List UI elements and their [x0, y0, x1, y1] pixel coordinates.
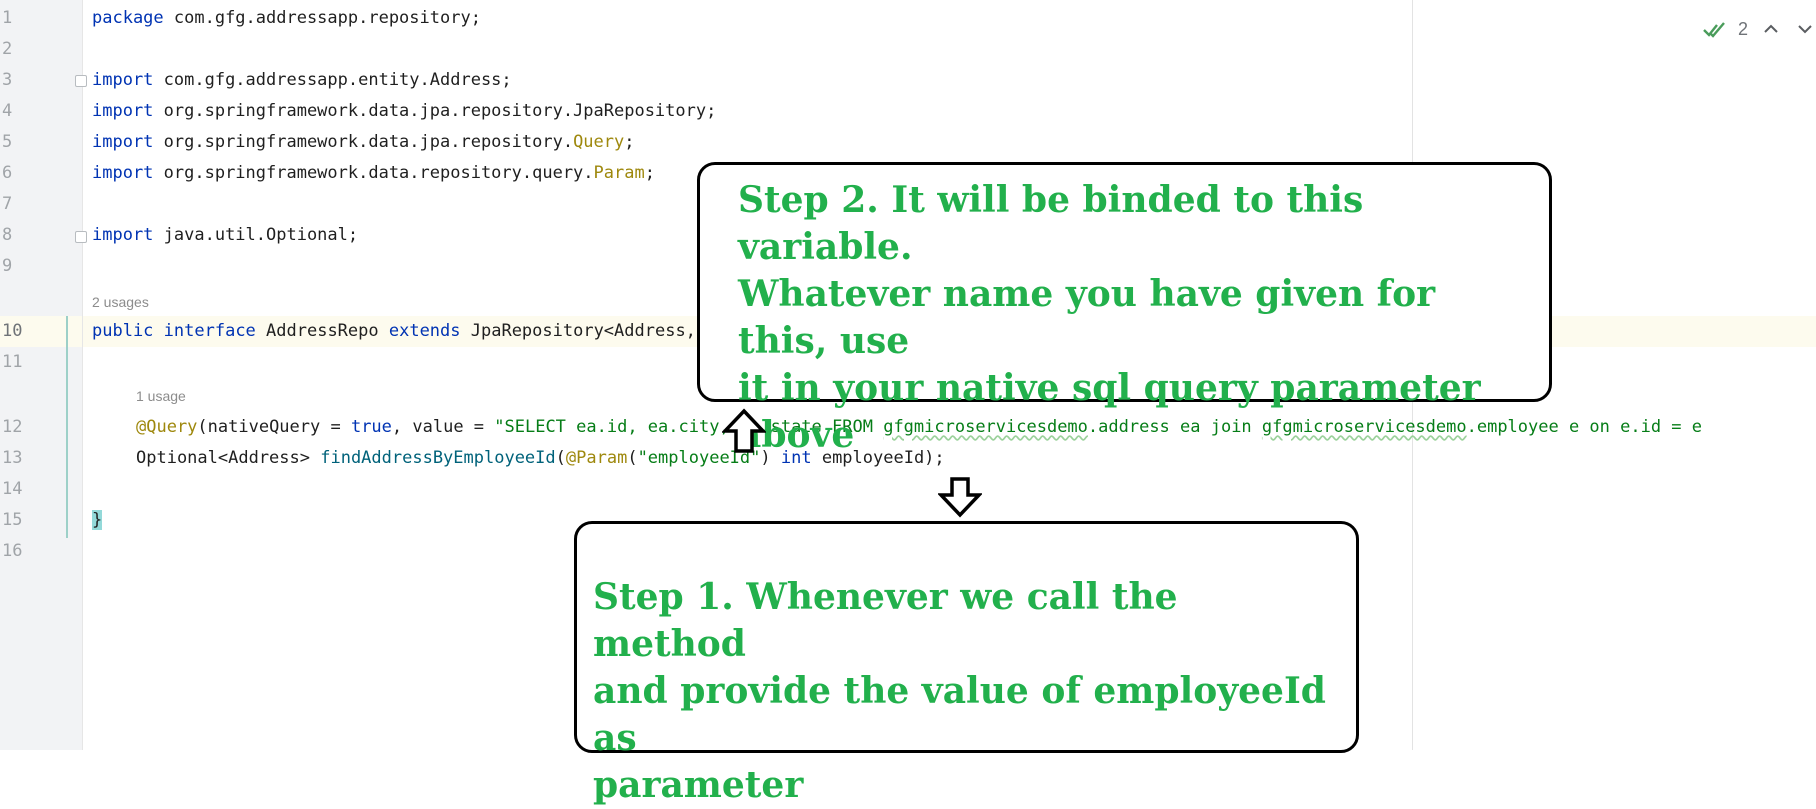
line-number: 8 — [2, 225, 13, 245]
double-check-icon[interactable] — [1702, 17, 1726, 41]
keyword: int — [780, 448, 812, 468]
string-literal: "SELECT ea.id, ea.city, ea.state FROM — [494, 417, 884, 437]
annotation-type: Query — [573, 132, 625, 152]
line-number: 6 — [2, 163, 13, 183]
inspection-count[interactable]: 2 — [1737, 18, 1748, 39]
keyword: extends — [388, 321, 461, 341]
method-name: findAddressByEmployeeId — [320, 448, 556, 468]
line-number: 15 — [2, 510, 23, 530]
code-text: ; — [644, 163, 655, 183]
line-number: 5 — [2, 132, 13, 152]
string-literal: gfgmicroservicesdemo — [883, 417, 1088, 437]
code-text: java.util.Optional; — [153, 225, 359, 245]
code-line-5[interactable]: import org.springframework.data.jpa.repo… — [92, 127, 635, 158]
chevron-up-icon[interactable] — [1760, 18, 1782, 40]
line-number: 12 — [2, 417, 23, 437]
keyword: import — [92, 225, 154, 245]
code-line-12[interactable]: @Query(nativeQuery = true, value = "SELE… — [136, 412, 1702, 443]
code-text: ( — [555, 448, 566, 468]
line-number: 14 — [2, 479, 23, 499]
line-number: 2 — [2, 39, 13, 59]
line-number: 13 — [2, 448, 23, 468]
string-literal: .employee e on e.id = e — [1466, 417, 1703, 437]
code-line-1[interactable]: package com.gfg.addressapp.repository; — [92, 3, 481, 34]
callout-text-line: it in your native sql query parameter ab… — [738, 367, 1481, 456]
keyword: import — [92, 163, 154, 183]
brace-match: } — [92, 510, 103, 530]
line-number: 3 — [2, 70, 13, 90]
annotation: @Query — [136, 417, 198, 437]
keyword: interface — [163, 321, 256, 341]
usages-hint[interactable]: 1 usage — [136, 388, 186, 404]
code-line-4[interactable]: import org.springframework.data.jpa.repo… — [92, 96, 716, 127]
code-line-3[interactable]: import com.gfg.addressapp.entity.Address… — [92, 65, 512, 96]
code-line-13[interactable]: Optional<Address> findAddressByEmployeeI… — [136, 443, 945, 474]
callout-text-line: and provide the value of employeeId as — [593, 670, 1326, 759]
code-text: com.gfg.addressapp.repository; — [163, 8, 481, 28]
scope-guide — [66, 316, 68, 538]
code-text: com.gfg.addressapp.entity.Address; — [153, 70, 512, 90]
line-number: 1 — [2, 8, 13, 28]
string-literal: "employeeId" — [637, 448, 761, 468]
keyword: import — [92, 132, 154, 152]
fold-imports-end-icon[interactable] — [75, 231, 87, 243]
string-literal: .address ea join — [1087, 417, 1262, 437]
callout-text-line: parameter — [593, 764, 804, 806]
code-text — [153, 321, 163, 341]
code-text: Optional<Address> — [136, 448, 321, 468]
code-text: org.springframework.data.jpa.repository. — [153, 132, 574, 152]
line-number-current: 10 — [2, 321, 23, 341]
annotation-type: Param — [593, 163, 645, 183]
keyword: import — [92, 101, 154, 121]
line-number: 11 — [2, 352, 23, 372]
up-arrow-icon — [722, 408, 766, 453]
code-text: ( — [627, 448, 638, 468]
code-text: (nativeQuery = — [197, 417, 351, 437]
fold-imports-icon[interactable] — [75, 75, 87, 87]
code-text: AddressRepo — [255, 321, 389, 341]
code-line-15[interactable]: } — [92, 505, 103, 536]
callout-text-line: Whatever name you have given for this, u… — [738, 273, 1436, 362]
line-number: 16 — [2, 541, 23, 561]
callout-text-line: Step 1. Whenever we call the method — [593, 576, 1178, 665]
code-text: org.springframework.data.repository.quer… — [153, 163, 594, 183]
code-text: ) — [760, 448, 781, 468]
line-number: 9 — [2, 256, 13, 276]
callout-step-2: Step 2. It will be binded to this variab… — [697, 162, 1552, 456]
keyword: public — [92, 321, 154, 341]
chevron-down-icon[interactable] — [1794, 18, 1816, 40]
code-text: , value = — [391, 417, 495, 437]
keyword: import — [92, 70, 154, 90]
usages-hint[interactable]: 2 usages — [92, 294, 149, 310]
down-arrow-icon — [938, 477, 982, 518]
code-text: org.springframework.data.jpa.repository.… — [153, 101, 717, 121]
code-line-8[interactable]: import java.util.Optional; — [92, 220, 358, 251]
string-literal: gfgmicroservicesdemo — [1261, 417, 1467, 437]
keyword: package — [92, 8, 164, 28]
line-number: 7 — [2, 194, 13, 214]
callout-text-line: Step 2. It will be binded to this variab… — [738, 179, 1364, 268]
current-line-gutter-highlight — [0, 316, 82, 347]
line-number-gutter[interactable] — [0, 0, 83, 750]
callout-step-1: Step 1. Whenever we call the method and … — [574, 521, 1359, 806]
keyword: true — [350, 417, 392, 437]
code-text: employeeId); — [811, 448, 945, 468]
inspection-widget: 2 — [1702, 14, 1816, 44]
annotation: @Param — [565, 448, 628, 468]
line-number: 4 — [2, 101, 13, 121]
code-line-6[interactable]: import org.springframework.data.reposito… — [92, 158, 655, 189]
code-text: ; — [624, 132, 635, 152]
